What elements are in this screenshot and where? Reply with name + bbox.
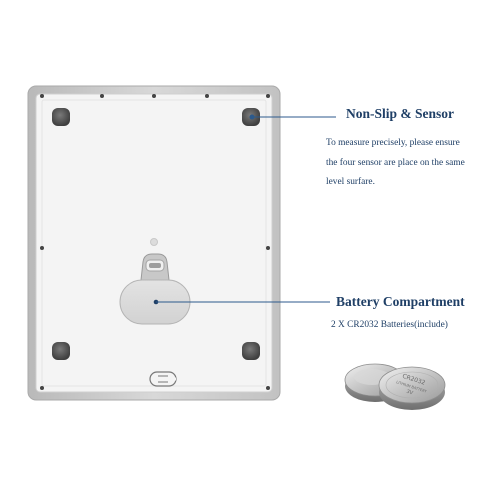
battery-callout-detail: 2 X CR2032 Batteries(include) [331,320,448,330]
foot-pad-bottom-right [242,342,260,360]
center-indicator [150,238,158,246]
screw-icon [152,94,156,98]
sensor-callout-description: To measure precisely, please ensure the … [326,134,465,193]
screw-icon [40,386,44,390]
foot-pad-top-left [52,108,70,126]
notch-icon [149,371,177,387]
screw-icon [266,246,270,250]
sensor-desc-line-1: To measure precisely, please ensure [326,138,460,148]
foot-pad-bottom-left [52,342,70,360]
perimeter-screws [40,94,270,390]
battery-callout-title: Battery Compartment [336,294,465,309]
leader-line-sensor [249,114,336,120]
battery-compartment [119,279,191,325]
sensor-callout-title: Non-Slip & Sensor [346,106,455,121]
hook-icon [140,253,170,281]
screw-icon [100,94,104,98]
screw-icon [205,94,209,98]
screw-icon [266,386,270,390]
sensor-desc-line-3: level surfare. [326,177,375,187]
screw-icon [40,94,44,98]
coin-batteries: CR2032 LITHIUM BATTERY 3V [344,363,446,410]
screw-icon [40,246,44,250]
coin-print-voltage: 3V [405,389,414,397]
coin-battery-front: CR2032 LITHIUM BATTERY 3V [378,366,446,410]
sensor-desc-line-2: the four sensor are place on the same [326,157,465,168]
screw-icon [266,94,270,98]
